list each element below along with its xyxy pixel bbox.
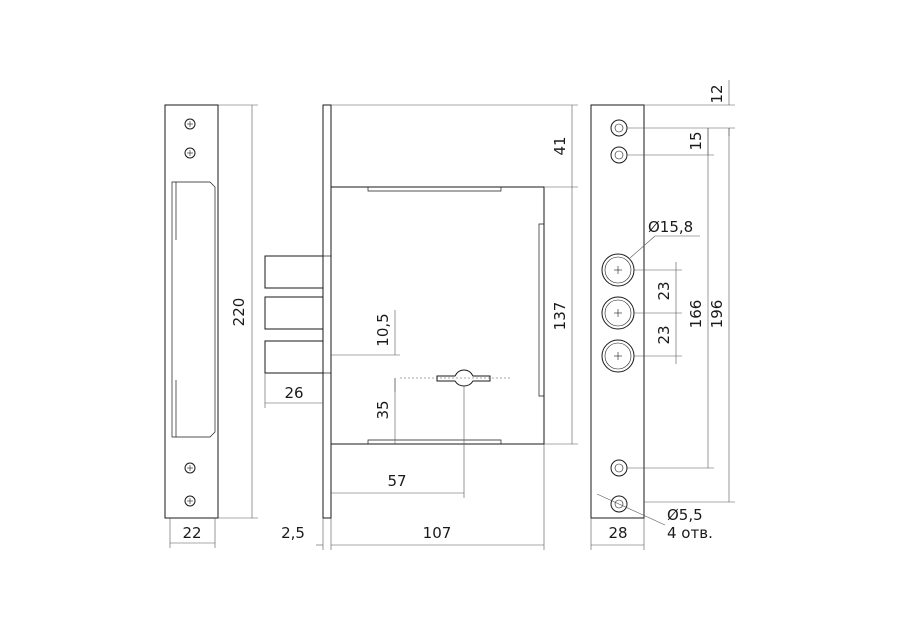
mount-hole (610, 146, 628, 164)
dim-label-2-5: 2,5 (281, 524, 305, 542)
dim-strike-length: 220 (218, 104, 258, 519)
dim-label-22: 22 (182, 524, 201, 542)
dim-label-26: 26 (284, 384, 303, 402)
dim-case-height: 137 (544, 187, 578, 445)
dim-label-12: 12 (708, 84, 726, 103)
lock-faceplate (322, 104, 332, 519)
strike-plate-body (164, 104, 219, 519)
bolt-1 (264, 255, 324, 289)
dim-mount-hole-span: 166 (627, 128, 714, 469)
dim-label-41: 41 (551, 136, 569, 155)
strike-plate-pocket (171, 181, 216, 438)
dim-keyhole-offset: 35 (374, 378, 396, 444)
dim-backset: 57 (331, 386, 465, 498)
dim-label-23b: 23 (655, 325, 673, 344)
case-side-rib (538, 223, 544, 397)
dim-label-mount-hole-diameter: Ø5,5 (667, 506, 703, 524)
faceplate-front (590, 104, 645, 519)
dim-faceplate-width: 28 (590, 518, 645, 550)
case-bottom-rib (367, 439, 502, 444)
dim-top-offset: 41 (331, 104, 578, 188)
dim-label-10-5: 10,5 (374, 313, 392, 346)
lock-body (264, 104, 545, 519)
dim-faceplate-thickness: 2,5 (281, 518, 332, 550)
dim-hole-top: 12 (627, 80, 735, 136)
strike-screw-hole (184, 495, 196, 507)
callout-mount-hole-diameter: Ø5,5 4 отв. (596, 493, 713, 542)
dim-label-196: 196 (708, 300, 726, 329)
callout-bolt-hole-diameter: Ø15,8 (629, 218, 700, 259)
dim-label-166: 166 (687, 300, 705, 329)
dim-label-220: 220 (230, 298, 248, 327)
dim-label-23a: 23 (655, 281, 673, 300)
bolt-hole (601, 339, 635, 373)
bolt-hole (601, 296, 635, 330)
dim-bolt-gap: 10,5 (331, 310, 400, 392)
dim-label-107: 107 (423, 524, 452, 542)
dim-label-35: 35 (374, 400, 392, 419)
keyhole (400, 369, 510, 387)
dim-label-15: 15 (687, 131, 705, 150)
dim-label-137: 137 (551, 302, 569, 331)
dim-bolt-spacing: 23 23 (634, 262, 682, 364)
strike-screw-hole (184, 118, 196, 130)
dim-label-mount-hole-count: 4 отв. (667, 524, 713, 542)
bolt-hole (601, 253, 635, 287)
strike-plate (164, 104, 219, 519)
case-top-rib (367, 187, 502, 192)
dim-bolt-projection: 26 (264, 373, 323, 408)
dim-label-57: 57 (387, 472, 406, 490)
strike-screw-hole (184, 462, 196, 474)
dim-case-depth: 107 (331, 444, 545, 550)
dim-strike-width: 22 (169, 518, 216, 548)
lock-case (330, 186, 545, 445)
mount-hole (610, 459, 628, 477)
dim-label-28: 28 (608, 524, 627, 542)
strike-screw-hole (184, 147, 196, 159)
bolt-3 (264, 340, 324, 374)
bolt-2 (264, 296, 324, 330)
dim-label-bolt-hole-diameter: Ø15,8 (648, 218, 693, 236)
mount-hole (610, 119, 628, 137)
dim-faceplate-length: 196 (644, 128, 735, 503)
